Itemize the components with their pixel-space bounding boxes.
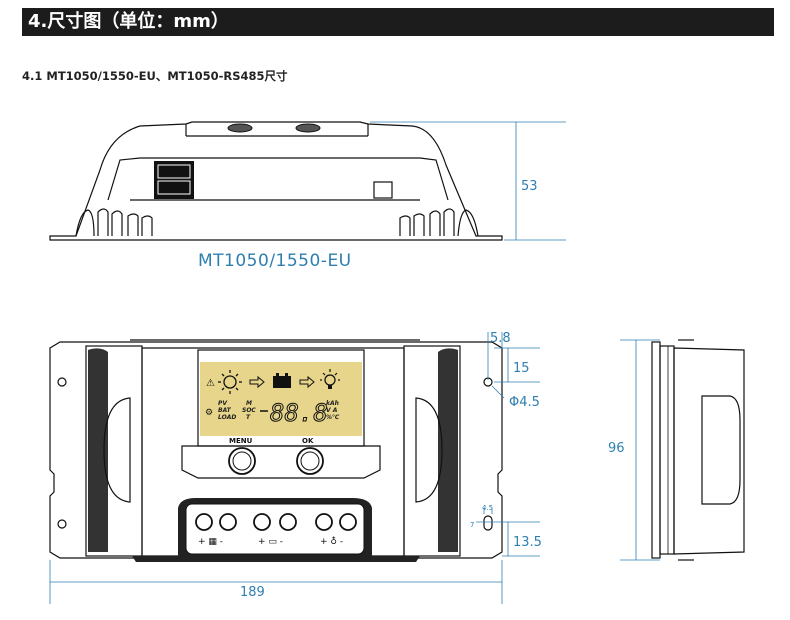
load-terminal-icon: + ♁ - (320, 536, 343, 547)
front-view: ⚠ ⚙ PV BAT (49, 339, 503, 562)
arrow-icon (299, 375, 315, 389)
ok-knob[interactable] (296, 447, 324, 475)
lcd-digits: 88.8 (270, 399, 328, 427)
lcd-t: T (246, 414, 251, 421)
lcd-pct-c: %℃ (326, 414, 340, 421)
top-view-caption: MT1050/1550-EU (198, 251, 352, 271)
dim-height-96: 96 (608, 441, 625, 456)
dim-small-4-5: 4.5 (482, 504, 493, 512)
settings-icon: ⚙ (205, 408, 213, 418)
lcd-bat: BAT (218, 407, 232, 414)
battery-icon (273, 373, 291, 388)
dim-small-7: 7 (470, 521, 474, 529)
knob-ok-label: OK (302, 437, 314, 445)
lcd-load: LOAD (218, 414, 236, 421)
warning-icon: ⚠ (206, 378, 215, 389)
terminal-group-battery: + ▭ - (253, 513, 297, 547)
section-header: 4.尺寸图（单位：mm） (22, 8, 774, 36)
dim-height-53: 53 (521, 179, 538, 194)
lcd-kah: kAh (326, 400, 339, 407)
side-view: 96 (608, 339, 745, 561)
lcd-m: M (246, 400, 252, 407)
sun-icon (218, 370, 242, 394)
dim-hole-diameter: Φ4.5 (509, 395, 540, 410)
bulb-icon (320, 369, 340, 389)
front-dimensions: 5.8 15 Φ4.5 4.5 7 13.5 189 (49, 331, 542, 604)
section-title: 4.尺寸图（单位：mm） (28, 11, 229, 32)
terminal-group-load: + ♁ - (315, 513, 357, 547)
terminal-group-solar: + ▦ - (195, 513, 237, 547)
plus-minus-icon: + ▦ - (198, 537, 223, 547)
top-view: 53 (49, 121, 566, 241)
lcd-va: V A (326, 407, 338, 414)
knob-menu-label: MENU (229, 437, 253, 445)
dim-width-189: 189 (240, 585, 265, 600)
lcd-pv: PV (218, 400, 228, 407)
dim-15: 15 (513, 361, 530, 376)
dim-13-5: 13.5 (513, 535, 542, 550)
section-subtitle: 4.1 MT1050/1550-EU、MT1050-RS485尺寸 (22, 69, 288, 83)
lcd-soc: SOC (242, 407, 256, 414)
battery-terminal-icon: + ▭ - (258, 537, 283, 547)
mounting-hole-icon (57, 519, 67, 529)
mounting-hole-icon (57, 377, 67, 387)
menu-knob[interactable] (228, 447, 256, 475)
arrow-icon (249, 375, 265, 389)
mounting-slot-icon (483, 515, 493, 531)
dim-5-8: 5.8 (490, 331, 511, 346)
connector-block (154, 161, 194, 199)
